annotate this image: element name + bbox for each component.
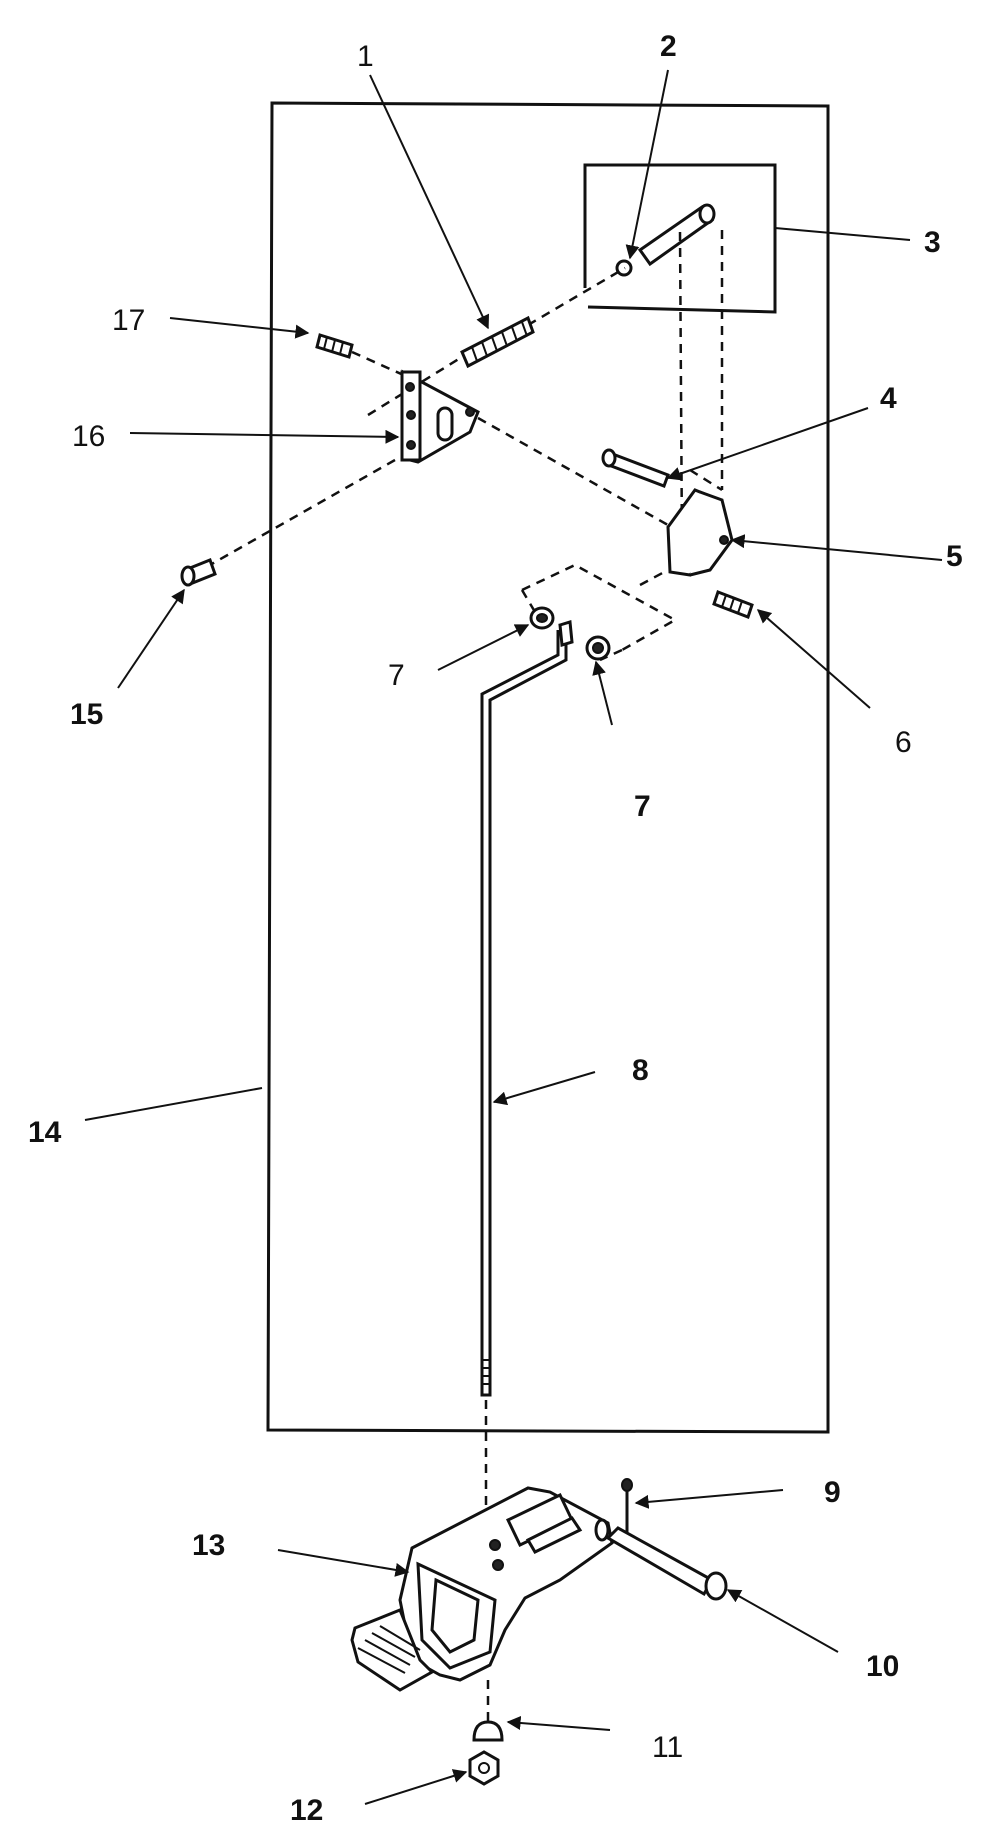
screw <box>601 448 670 488</box>
bushing-right <box>585 635 611 661</box>
rubber-bumper <box>472 1720 504 1742</box>
bolt <box>180 558 217 587</box>
spring <box>460 315 535 369</box>
callout-2: 2 <box>660 30 677 63</box>
callout-6: 6 <box>895 726 912 759</box>
pedal-rod <box>480 620 574 1397</box>
callout-7-right: 7 <box>634 790 651 823</box>
callout-4: 4 <box>880 382 897 415</box>
callout-1: 1 <box>357 40 374 73</box>
bell-crank <box>666 488 734 577</box>
stud <box>315 333 354 359</box>
mounting-bracket <box>400 369 480 464</box>
bushing-left <box>529 606 555 630</box>
callout-11: 11 <box>652 1731 683 1764</box>
pin-ball <box>615 259 633 277</box>
upper-linkage-rod <box>637 203 724 549</box>
callout-3: 3 <box>924 226 941 259</box>
callout-16: 16 <box>72 420 105 453</box>
pivot-stud <box>712 590 754 619</box>
callout-7-left: 7 <box>388 659 405 692</box>
callout-5: 5 <box>946 540 963 573</box>
callout-17: 17 <box>112 304 145 337</box>
cotter-pin <box>621 1478 633 1532</box>
callout-8: 8 <box>632 1054 649 1087</box>
callout-13: 13 <box>192 1529 225 1562</box>
foot-pedal <box>350 1486 614 1692</box>
opening-frame <box>583 163 777 314</box>
callout-15: 15 <box>70 698 103 731</box>
cabinet-panel <box>266 101 830 1434</box>
pivot-pin <box>605 1526 728 1601</box>
callout-14: 14 <box>28 1116 62 1149</box>
hex-nut <box>468 1750 500 1786</box>
callout-9: 9 <box>824 1476 841 1509</box>
leader-lines <box>84 69 943 1805</box>
callout-12: 12 <box>290 1794 323 1827</box>
callout-10: 10 <box>866 1650 899 1683</box>
